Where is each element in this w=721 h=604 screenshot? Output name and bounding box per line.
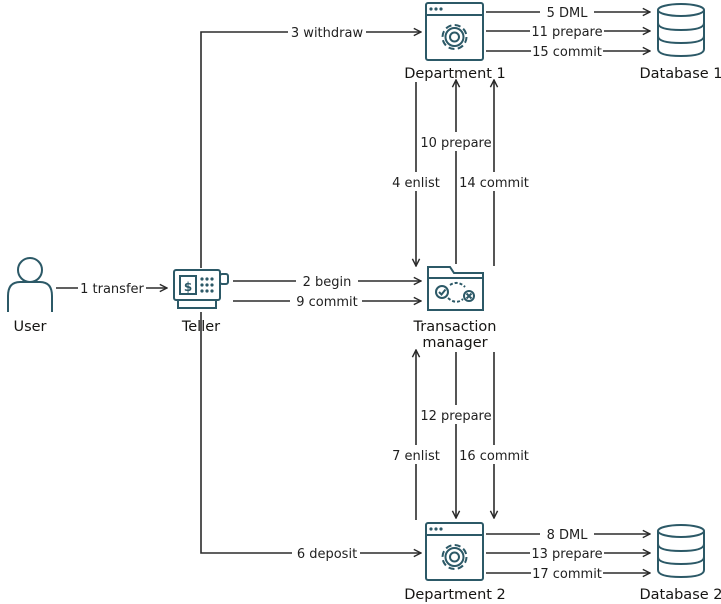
edge-begin: 2 begin [233,271,421,290]
edge-deposit: 6 deposit [200,312,421,562]
database1-label: Database 1 [639,66,721,82]
transaction-folder-icon [427,266,484,311]
edge-dml2: 8 DML [486,524,650,543]
edge-label-enlist1: 4 enlist [392,176,440,191]
edge-dml1: 5 DML [486,2,650,21]
database2-label: Database 2 [639,587,721,603]
node-database2: Database 2 [639,524,721,603]
edge-transfer: 1 transfer [56,278,167,297]
edge-label-commit-tm-d1: 14 commit [459,176,529,191]
edge-label-withdraw: 3 withdraw [291,26,364,41]
edge-label-begin: 2 begin [303,275,352,290]
edge-commit-d1-db1: 15 commit [486,41,650,60]
user-icon [7,257,53,312]
edge-label-commit-d1-db1: 15 commit [532,45,602,60]
teller-label: Teller [181,319,220,335]
edge-label-dml2: 8 DML [547,528,589,543]
edge-label-prepare-d1-db1: 11 prepare [531,25,602,40]
edge-label-commit-teller: 9 commit [296,295,358,310]
transaction-manager-label-line2: manager [422,335,487,351]
edge-enlist1: 4 enlist [390,82,442,266]
node-teller: $ Teller [173,269,229,335]
edge-enlist2: 7 enlist [390,350,442,520]
edge-commit-tm-d2: 16 commit [458,352,530,518]
atm-icon: $ [173,269,229,309]
user-label: User [13,319,46,335]
node-department2: Department 2 [404,522,506,603]
edge-commit-teller: 9 commit [233,291,421,310]
edge-commit-tm-d1: 14 commit [458,80,530,266]
edge-label-commit-tm-d2: 16 commit [459,449,529,464]
transaction-manager-label-line1: Transaction [413,319,497,335]
node-department1: Department 1 [404,2,506,82]
database-icon [657,3,705,58]
edge-label-commit-d2-db2: 17 commit [532,567,602,582]
node-database1: Database 1 [639,3,721,82]
svg-text:$: $ [184,280,192,294]
edge-prepare-tm-d2: 12 prepare [419,352,493,518]
edge-commit-d2-db2: 17 commit [486,563,650,582]
app-gear-icon [425,2,484,61]
node-transaction-manager: Transaction manager [413,266,497,351]
edge-label-prepare-d2-db2: 13 prepare [531,547,602,562]
edge-prepare-d2-db2: 13 prepare [486,543,650,562]
edge-label-deposit: 6 deposit [297,547,357,562]
edge-withdraw: 3 withdraw [200,22,421,268]
node-user: User [7,257,53,335]
edge-label-enlist2: 7 enlist [392,449,440,464]
edge-label-prepare-tm-d1: 10 prepare [420,136,491,151]
edge-prepare-tm-d1: 10 prepare [419,80,493,264]
department1-label: Department 1 [404,66,506,82]
edge-prepare-d1-db1: 11 prepare [486,21,650,40]
department2-label: Department 2 [404,587,506,603]
database-icon [657,524,705,579]
app-gear-icon [425,522,484,581]
edge-label-dml1: 5 DML [547,6,589,21]
edge-label-prepare-tm-d2: 12 prepare [420,409,491,424]
edge-label-transfer: 1 transfer [80,282,144,297]
